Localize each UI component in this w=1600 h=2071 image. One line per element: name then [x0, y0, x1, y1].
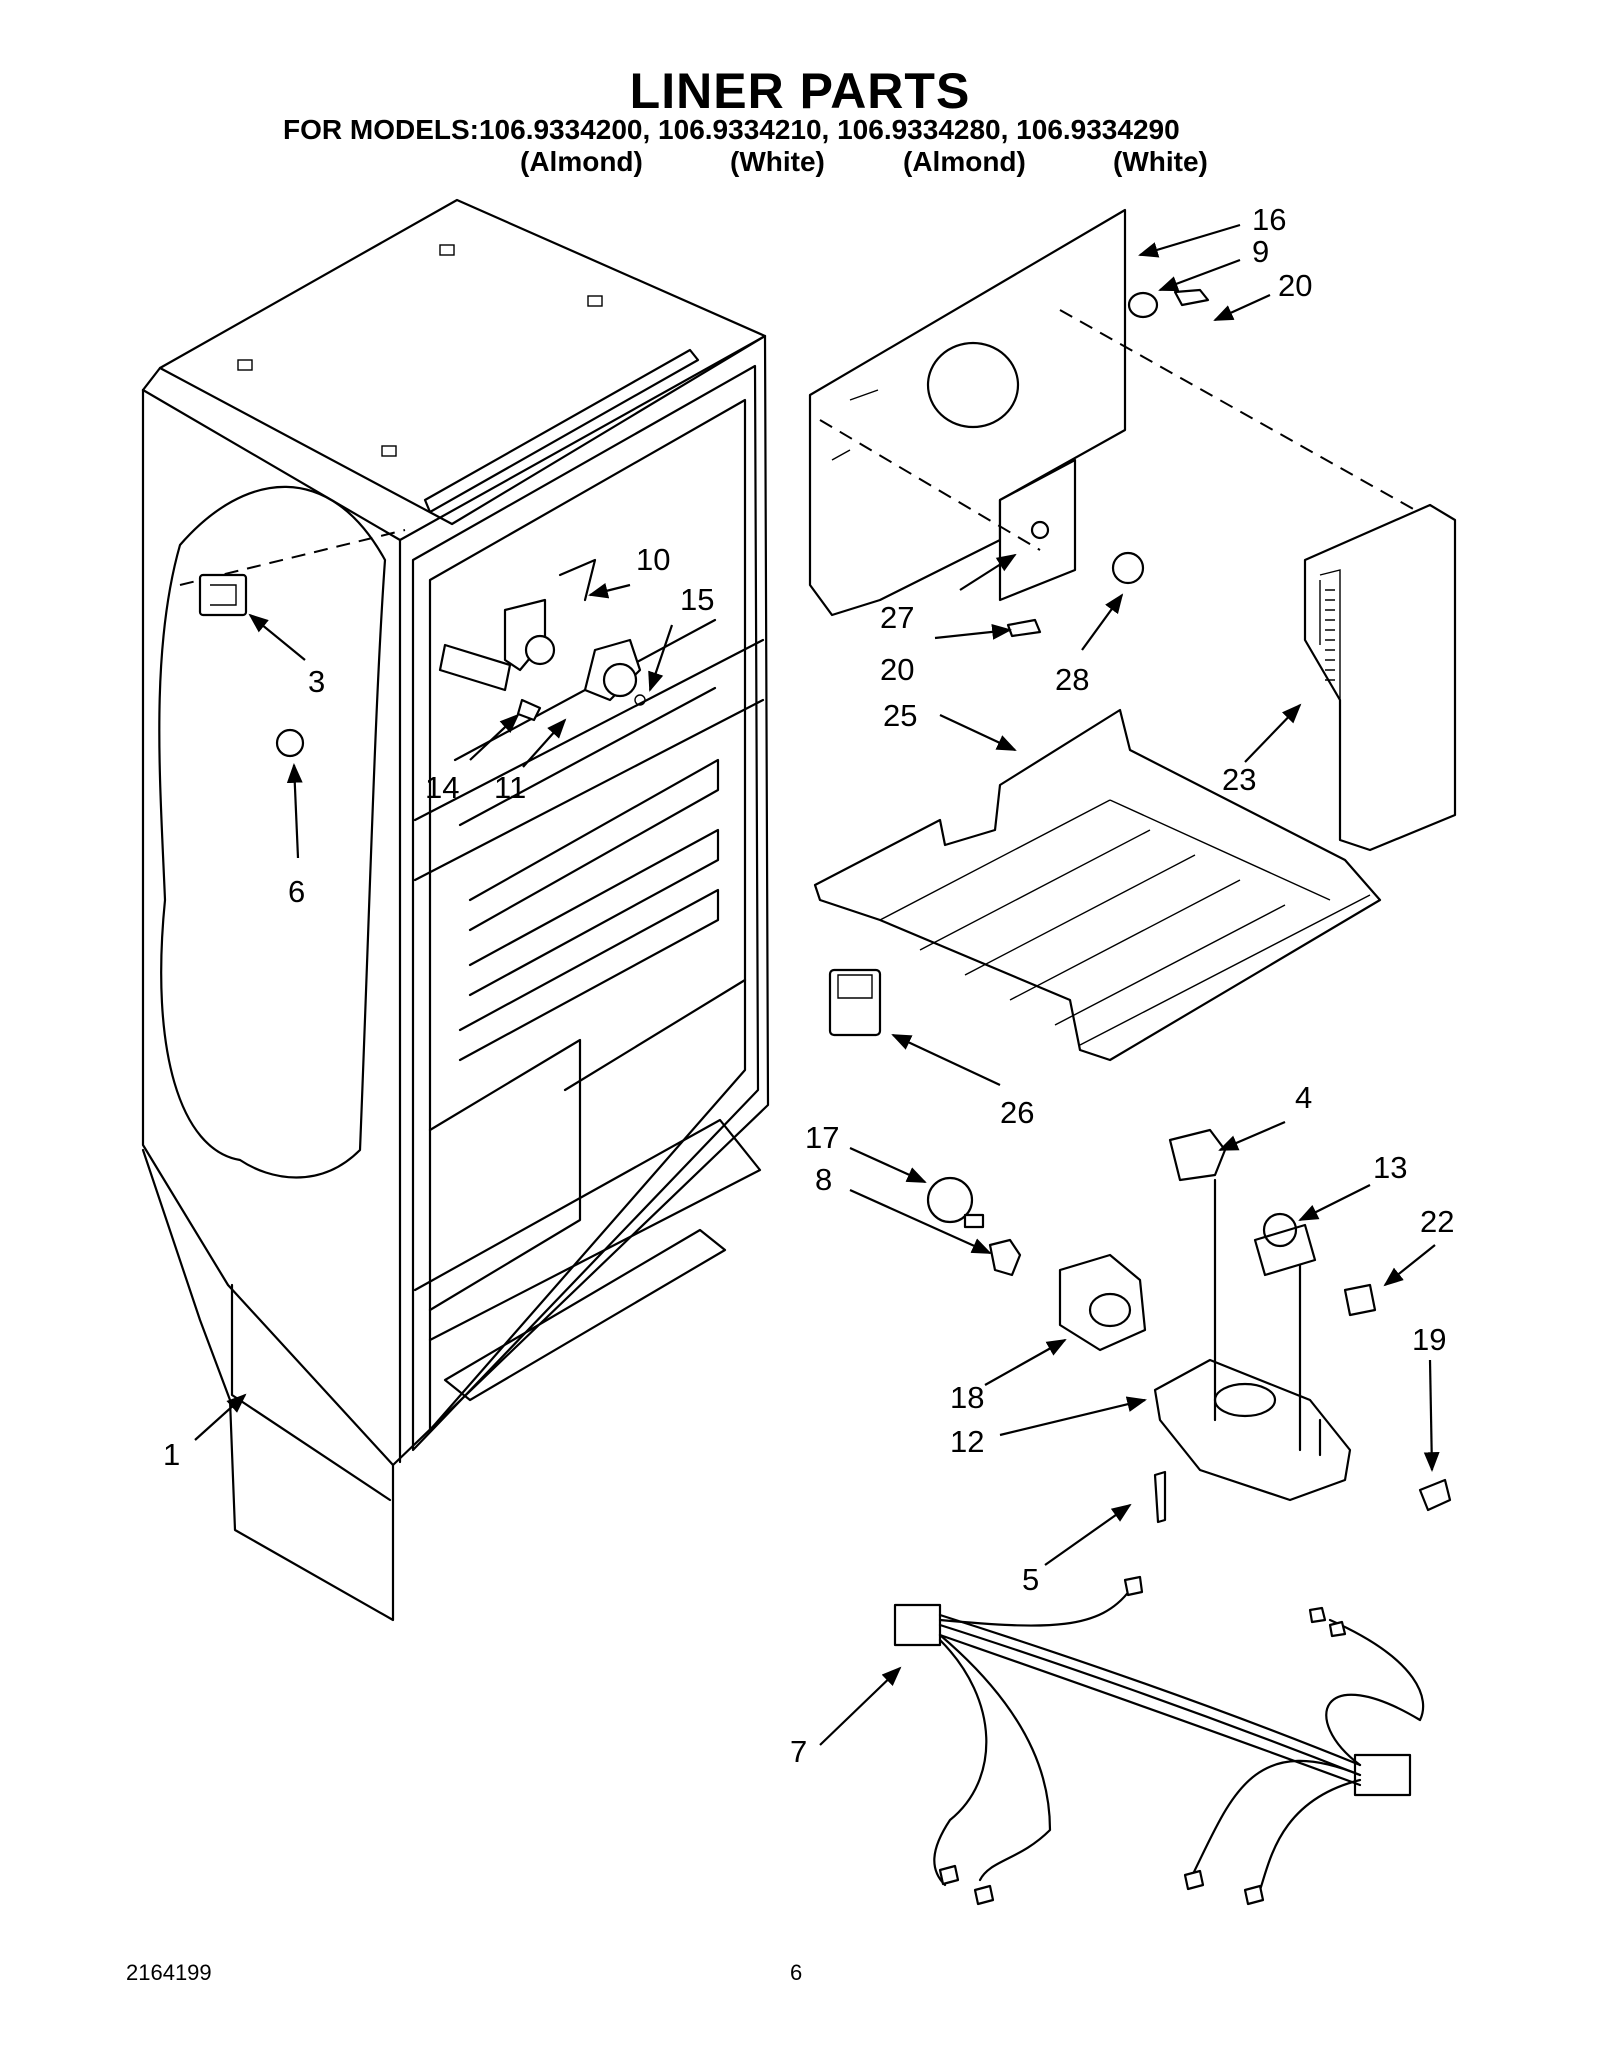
callout-22: 22	[1420, 1204, 1454, 1239]
callout-9: 9	[1252, 234, 1269, 269]
variant-label-2: (White)	[730, 146, 825, 177]
callout-4: 4	[1295, 1080, 1312, 1115]
callout-16: 16	[1252, 202, 1286, 237]
callout-19: 19	[1412, 1322, 1446, 1357]
callout-25: 25	[883, 698, 917, 733]
liner-illustration	[141, 198, 770, 1622]
variant-label-1: (Almond)	[520, 146, 643, 177]
callout-11: 11	[494, 770, 526, 805]
callout-15: 15	[680, 582, 714, 617]
callout-20-lower: 20	[880, 652, 914, 687]
variant-label-3: (Almond)	[903, 146, 1026, 177]
callout-28: 28	[1055, 662, 1089, 697]
page-number: 6	[790, 1960, 803, 1985]
callout-7: 7	[790, 1734, 807, 1769]
callout-27: 27	[880, 600, 914, 635]
callout-arrows	[194, 223, 1440, 1746]
switch-26	[828, 968, 882, 1037]
callout-1: 1	[163, 1437, 180, 1472]
callout-labels: 1 3 6 10 15 14 11 16 9 20 27 20 28 25 23…	[163, 202, 1454, 1769]
lamp-assembly-illustration	[828, 968, 1452, 1524]
callout-12: 12	[950, 1424, 984, 1459]
callout-18: 18	[950, 1380, 984, 1415]
callout-8: 8	[815, 1162, 832, 1197]
callout-17: 17	[805, 1120, 839, 1155]
wire-harness-illustration	[893, 1575, 1425, 1906]
callout-6: 6	[288, 874, 305, 909]
callout-13: 13	[1373, 1150, 1407, 1185]
callout-26: 26	[1000, 1095, 1034, 1130]
callout-3: 3	[308, 664, 325, 699]
variant-label-4: (White)	[1113, 146, 1208, 177]
callout-10: 10	[636, 542, 670, 577]
models-line: FOR MODELS:106.9334200, 106.9334210, 106…	[283, 114, 1180, 145]
callout-23: 23	[1222, 762, 1256, 797]
callout-20-top: 20	[1278, 268, 1312, 303]
divider-shelf-illustration	[813, 708, 1382, 1062]
page-title: LINER PARTS	[629, 63, 971, 119]
callout-14: 14	[425, 770, 459, 805]
callout-5: 5	[1022, 1562, 1039, 1597]
evaporator-cover-illustration	[808, 208, 1416, 638]
document-number: 2164199	[126, 1960, 212, 1985]
air-duct-cover-illustration	[1303, 503, 1457, 852]
